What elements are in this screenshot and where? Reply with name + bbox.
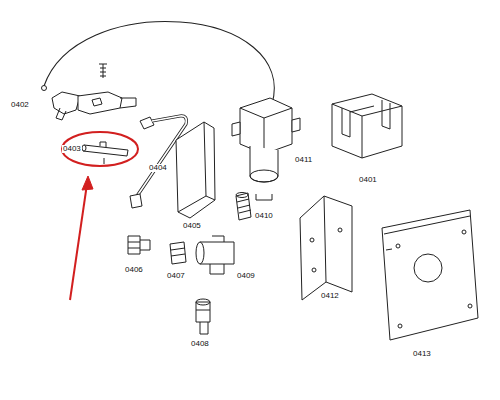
callout-number: 0401	[358, 176, 378, 184]
callout-number: 0409	[236, 272, 256, 280]
callout-number: 0404	[148, 164, 168, 172]
callout-number: 0403	[62, 145, 82, 153]
callout-number: 0411	[294, 156, 313, 164]
callout-number: 0410	[254, 212, 274, 220]
callout-number: 0402	[10, 101, 30, 109]
callout-number: 0412	[320, 292, 340, 300]
callout-number: 0407	[166, 272, 186, 280]
callout-number: 0413	[412, 350, 432, 358]
callout-number: 0406	[124, 266, 144, 274]
callout-number: 0405	[182, 222, 202, 230]
callout-number: 0408	[190, 340, 210, 348]
